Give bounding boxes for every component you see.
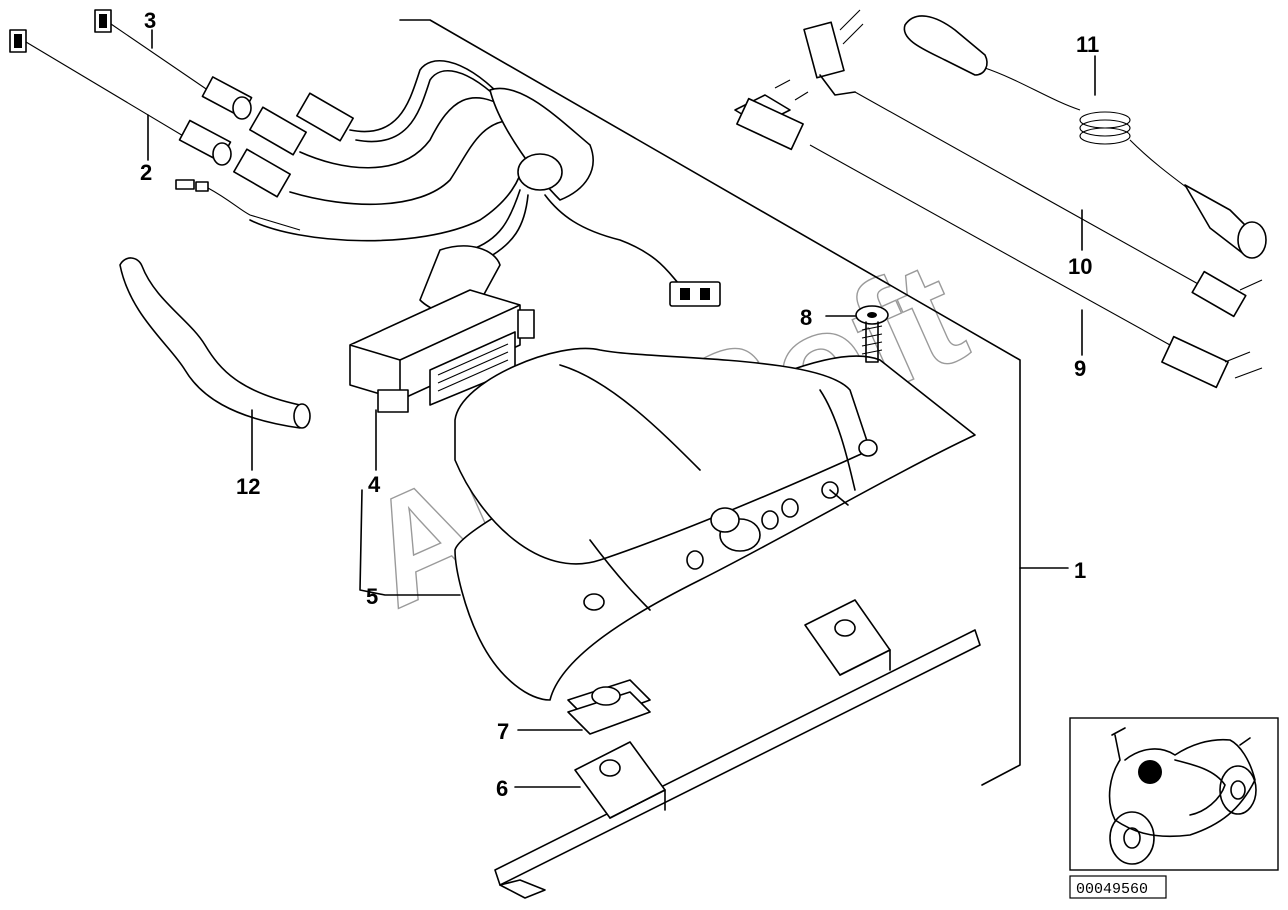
callout-7: 7 [497,719,509,744]
wiring-harness [233,59,721,321]
callout-1: 1 [1074,558,1086,583]
callout-4: 4 [368,472,381,497]
callout-12: 12 [236,474,260,499]
callout-2: 2 [140,160,152,185]
clip-nut [567,679,651,735]
screw [855,305,889,363]
document-number-box: 00049560 [1069,875,1167,899]
callout-labels: 1 2 3 4 5 6 7 8 9 10 11 12 [140,8,1099,801]
document-number: 00049560 [1076,881,1148,898]
main-housing [454,347,976,701]
assembly-bracket-line [399,19,1021,786]
cable-lead-3 [94,9,253,120]
motorcycle-inset [1069,717,1279,871]
callout-6: 6 [496,776,508,801]
callout-9: 9 [1074,356,1086,381]
callout-5: 5 [366,584,378,609]
multi-pin-connector [349,289,535,471]
callout-8: 8 [800,305,812,330]
callout-3: 3 [144,8,156,33]
cable-10 [803,9,1263,318]
callout-11: 11 [1076,32,1099,57]
mounting-rail [494,599,981,899]
location-marker [1138,760,1162,784]
motorcycle-silhouette [1108,727,1257,865]
cable-9 [734,79,1263,389]
connector-pins [437,343,509,392]
leader-lines [147,29,1096,788]
cable-lead-2 [9,29,232,166]
callout-10: 10 [1068,254,1092,279]
hose [119,257,311,471]
cable-11 [903,15,1267,259]
small-lead [175,179,301,231]
